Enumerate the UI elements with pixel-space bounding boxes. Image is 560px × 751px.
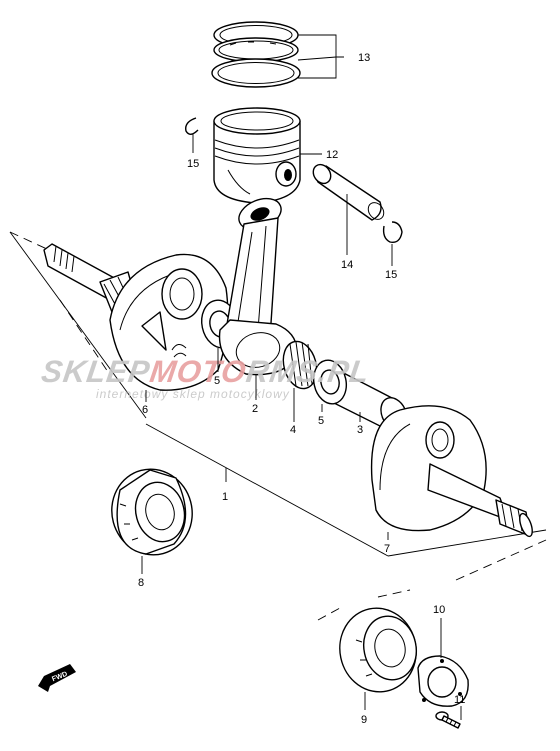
- svg-text:SKLEPMOTORMS.PL: SKLEPMOTORMS.PL: [39, 354, 372, 389]
- callout-8: 8: [138, 577, 144, 589]
- watermark: SKLEPMOTORMS.PL internetowy sklep motocy…: [39, 354, 372, 401]
- callout-labels: 13 12 15 14 15 5 2 6 4 5 3 1 7 8 10 9 11: [138, 52, 465, 726]
- callout-4: 4: [290, 424, 296, 436]
- bearing-right: [317, 539, 547, 693]
- callout-15-left: 15: [187, 158, 199, 170]
- callout-13: 13: [358, 52, 370, 64]
- callout-3: 3: [357, 424, 363, 436]
- fwd-arrow-icon: FWD: [38, 664, 76, 692]
- callout-5-left: 5: [214, 375, 220, 387]
- callout-14: 14: [341, 259, 353, 271]
- piston: [213, 107, 301, 204]
- thrust-washer-right: [312, 359, 348, 405]
- watermark-tagline: internetowy sklep motocyklowy: [96, 387, 290, 401]
- leader-lines: [141, 34, 462, 720]
- bearing-left: [111, 468, 193, 556]
- callout-9: 9: [361, 714, 367, 726]
- callout-5-right: 5: [318, 415, 324, 427]
- needle-bearing: [282, 340, 318, 390]
- piston-rings: [211, 21, 301, 88]
- watermark-brand-part3: RMS.PL: [244, 354, 372, 389]
- callout-10: 10: [433, 604, 445, 616]
- circlip-right: [382, 221, 403, 243]
- retainer-screw: [435, 711, 461, 729]
- callout-12: 12: [326, 149, 338, 161]
- watermark-brand-part1: SKLEP: [39, 354, 152, 389]
- connecting-rod: [218, 197, 298, 376]
- callout-15-right: 15: [385, 269, 397, 281]
- callout-7: 7: [384, 543, 390, 555]
- callout-11: 11: [454, 694, 465, 706]
- callout-6: 6: [142, 404, 148, 416]
- bearing-retainer: [417, 655, 469, 707]
- circlip-left: [185, 117, 199, 135]
- piston-pin: [312, 163, 385, 221]
- callout-2: 2: [252, 403, 258, 415]
- callout-1: 1: [222, 491, 228, 503]
- watermark-brand-part2: MOTO: [148, 354, 249, 389]
- right-crank-half: [370, 405, 533, 538]
- left-crank-half: [43, 243, 229, 391]
